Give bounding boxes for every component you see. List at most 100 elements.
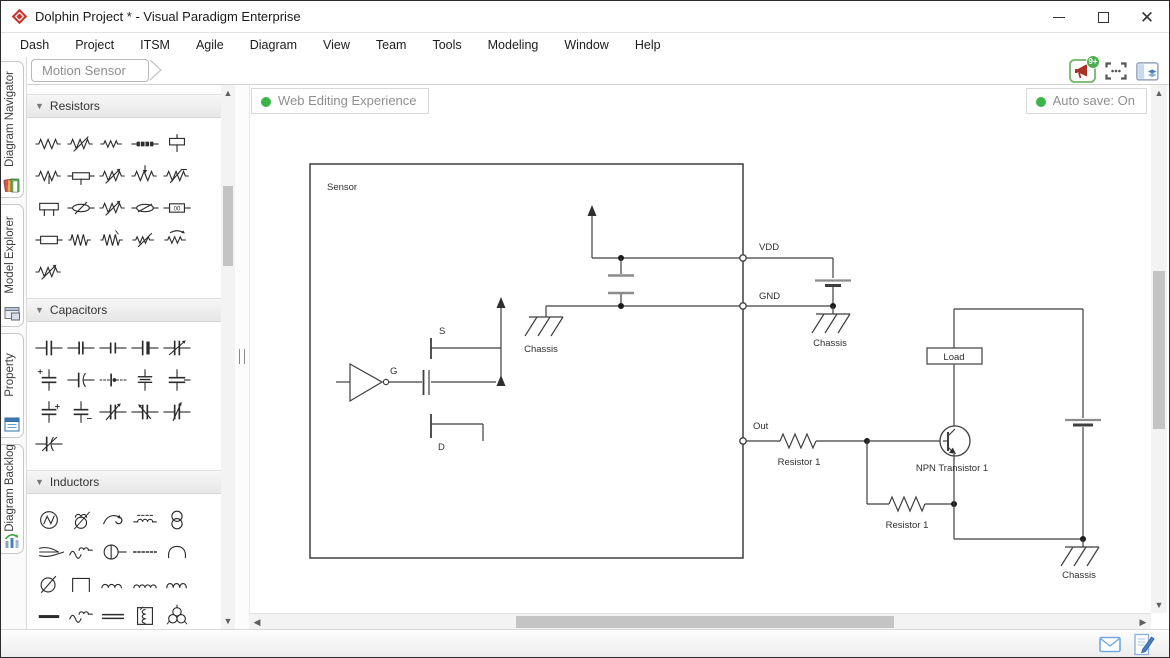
palette-icon-inductor-coupled[interactable]	[161, 504, 193, 536]
palette-icon-inductor-crossed-circle[interactable]	[97, 536, 129, 568]
mosfet[interactable]: S D	[389, 297, 506, 453]
fit-selection-icon[interactable]	[1105, 62, 1127, 80]
palette-icon-capacitor-curved-2[interactable]	[33, 428, 65, 460]
palette-icon-resistor-tapped[interactable]	[33, 160, 65, 192]
palette-icon-capacitor-feedthrough[interactable]	[161, 364, 193, 396]
palette-icon-resistor-rheostat-2[interactable]	[97, 192, 129, 224]
menu-itsm[interactable]: ITSM	[140, 38, 170, 52]
palette-scrollbar[interactable]: ▲ ▼	[221, 85, 235, 629]
palette-icon-resistor-box-tap[interactable]	[65, 160, 97, 192]
canvas-horizontal-scrollbar[interactable]: ◀ ▶	[249, 613, 1151, 629]
palette-icon-capacitor-variable-2[interactable]	[97, 396, 129, 428]
palette-icon-inductor-coil-2[interactable]	[129, 568, 161, 600]
close-button[interactable]: ✕	[1125, 1, 1169, 33]
chassis-ground-left[interactable]: Chassis	[524, 306, 564, 355]
gnd-port[interactable]	[739, 302, 747, 310]
palette-scroll-up-icon[interactable]: ▲	[223, 88, 233, 98]
circuit-diagram[interactable]: Sensor G S	[250, 85, 1152, 613]
palette-icon-inductor-double-bar[interactable]	[97, 600, 129, 629]
side-tab-diagram-backlog[interactable]: Diagram Backlog	[1, 444, 24, 554]
gnd-rail[interactable]	[546, 303, 743, 309]
palette-icon-resistor-potentiometer[interactable]	[33, 256, 65, 288]
palette-icon-inductor-boxed-coil[interactable]	[129, 600, 161, 629]
minimize-button[interactable]	[1037, 1, 1081, 33]
palette-icon-inductor-coil[interactable]	[97, 568, 129, 600]
palette-icon-capacitor-variable-4[interactable]	[161, 396, 193, 428]
menu-window[interactable]: Window	[564, 38, 609, 52]
sensor-container[interactable]: Sensor	[309, 163, 744, 559]
vertical-scroll-thumb[interactable]	[1153, 271, 1165, 429]
canvas-vertical-scrollbar[interactable]: ▲ ▼	[1151, 85, 1167, 613]
palette-icon-resistor[interactable]	[33, 128, 65, 160]
palette-icon-resistor-block-00[interactable]: 00	[161, 192, 193, 224]
battery-2[interactable]	[954, 308, 1101, 539]
palette-icon-inductor-core-x[interactable]	[33, 504, 65, 536]
palette-section-resistors[interactable]: ▼Resistors	[27, 94, 221, 118]
menu-team[interactable]: Team	[375, 38, 407, 52]
panel-layout-icon[interactable]	[1136, 61, 1159, 81]
scroll-left-icon[interactable]: ◀	[253, 617, 261, 627]
palette-icon-resistor-coiled[interactable]	[65, 224, 97, 256]
horizontal-scroll-thumb[interactable]	[516, 616, 894, 628]
palette-icon-resistor-preset[interactable]	[129, 160, 161, 192]
menu-dash[interactable]: Dash	[20, 38, 50, 52]
palette-icon-inductor-slashed-circle[interactable]	[33, 568, 65, 600]
palette-icon-capacitor-3[interactable]	[97, 332, 129, 364]
menu-modeling[interactable]: Modeling	[487, 38, 539, 52]
scroll-down-icon[interactable]: ▼	[1154, 600, 1164, 610]
announcements-button[interactable]: 9+	[1069, 55, 1100, 83]
load-block[interactable]: Load	[926, 309, 983, 426]
side-tab-diagram-navigator[interactable]: Diagram Navigator	[1, 61, 24, 198]
palette-icon-capacitor-dotted[interactable]	[97, 364, 129, 396]
side-tab-property[interactable]: Property	[1, 333, 24, 438]
palette-icon-resistor-trimmer[interactable]	[65, 192, 97, 224]
resistor-1-top[interactable]: Resistor 1	[743, 432, 943, 468]
maximize-button[interactable]	[1081, 1, 1125, 33]
palette-icon-resistor-bridge[interactable]	[33, 192, 65, 224]
palette-icon-capacitor-stacked[interactable]	[129, 364, 161, 396]
menu-project[interactable]: Project	[75, 38, 115, 52]
menu-diagram[interactable]: Diagram	[249, 38, 297, 52]
palette-icon-resistor-magnetoresistor[interactable]	[161, 224, 193, 256]
palette-icon-inductor-frame[interactable]	[65, 568, 97, 600]
connector-ports[interactable]: VDD GND Out	[739, 242, 780, 445]
decoupling-capacitor[interactable]	[608, 258, 634, 306]
scroll-right-icon[interactable]: ▶	[1139, 617, 1147, 627]
palette-icon-capacitor-variable[interactable]	[161, 332, 193, 364]
side-tab-model-explorer[interactable]: Model Explorer	[1, 204, 24, 327]
palette-icon-capacitor-variable-3[interactable]	[129, 396, 161, 428]
palette-icon-inductor-shielded[interactable]	[129, 504, 161, 536]
palette-icon-resistor-variable[interactable]	[65, 128, 97, 160]
palette-icon-resistor-tapped-block[interactable]	[129, 128, 161, 160]
palette-icon-resistor-trimmer-2[interactable]	[129, 192, 161, 224]
out-port[interactable]	[739, 437, 747, 445]
palette-icon-resistor-thermistor[interactable]	[97, 224, 129, 256]
palette-icon-inductor-loop-arrow[interactable]	[97, 504, 129, 536]
palette-icon-capacitor-2[interactable]	[65, 332, 97, 364]
palette-section-capacitors[interactable]: ▼Capacitors	[27, 298, 221, 322]
messages-icon[interactable]	[1099, 636, 1121, 653]
npn-transistor[interactable]: NPN Transistor 1	[916, 425, 988, 474]
palette-icon-inductor-wave-2[interactable]	[65, 600, 97, 629]
chassis-ground-mid[interactable]: Chassis	[811, 306, 851, 349]
palette-scroll-down-icon[interactable]: ▼	[223, 616, 233, 626]
splitter-handle-icon[interactable]	[239, 349, 245, 364]
palette-icon-capacitor-curved[interactable]	[65, 364, 97, 396]
resistor-1-bottom[interactable]: Resistor 1	[866, 441, 957, 531]
chassis-ground-right[interactable]: Chassis	[1060, 539, 1100, 581]
palette-icon-capacitor[interactable]	[33, 332, 65, 364]
palette-icon-capacitor-polarized[interactable]	[33, 364, 65, 396]
palette-icon-inductor-wave[interactable]	[65, 536, 97, 568]
palette-icon-resistor-box[interactable]	[33, 224, 65, 256]
palette-icon-inductor-loops[interactable]	[161, 568, 193, 600]
palette-section-inductors[interactable]: ▼Inductors	[27, 470, 221, 494]
palette-scroll-thumb[interactable]	[223, 186, 233, 266]
palette-icon-inductor-half-loop[interactable]	[161, 536, 193, 568]
menu-help[interactable]: Help	[634, 38, 661, 52]
palette-icon-inductor-coil-circle[interactable]	[65, 504, 97, 536]
palette-icon-resistor-attenuator[interactable]	[97, 128, 129, 160]
battery-1[interactable]	[743, 257, 851, 309]
palette-icon-inductor-dashed[interactable]	[129, 536, 161, 568]
palette-icon-resistor-rheostat[interactable]	[97, 160, 129, 192]
palette-icon-inductor-transformer[interactable]	[161, 600, 193, 629]
